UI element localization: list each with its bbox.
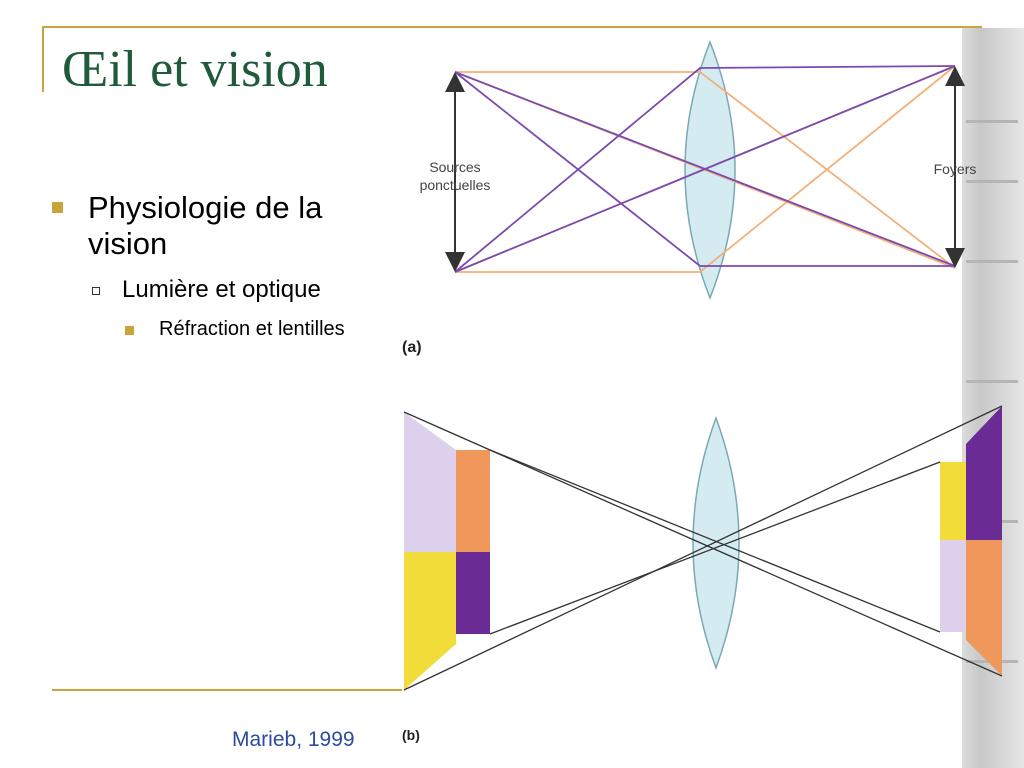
bullet-level1-text: Physiologie de la vision [88,190,323,261]
sources-label-line2: ponctuelles [420,177,491,193]
slide-title: Œil et vision [62,41,328,98]
foyers-label: Foyers [934,161,977,177]
square-bullet-icon [52,202,63,213]
lens-refraction-figure: Sources ponctuelles Foyers (a) (b) [402,39,1003,743]
hollow-square-bullet-icon [92,287,100,295]
purple-rays [454,65,956,273]
crossing-rays [403,405,1003,691]
left-border-line [42,26,44,92]
page-edge-line [966,380,1018,383]
page-edge-line [966,180,1018,183]
bottom-border-line [52,689,402,691]
bullet-level2-text: Lumière et optique [122,276,321,303]
page-edge-line [966,120,1018,123]
citation-text: Marieb, 1999 [232,728,355,751]
bullet-level3-text: Réfraction et lentilles [159,318,345,340]
convex-lens-b [692,415,740,671]
sources-label-line1: Sources [429,159,480,175]
page-edge-line [966,260,1018,263]
small-square-bullet-icon [125,326,134,335]
panel-a-label: (a) [402,339,422,356]
panel-b-label: (b) [402,727,420,743]
top-border-line [42,26,982,28]
image-blocks [940,406,1002,676]
object-blocks [404,412,490,690]
